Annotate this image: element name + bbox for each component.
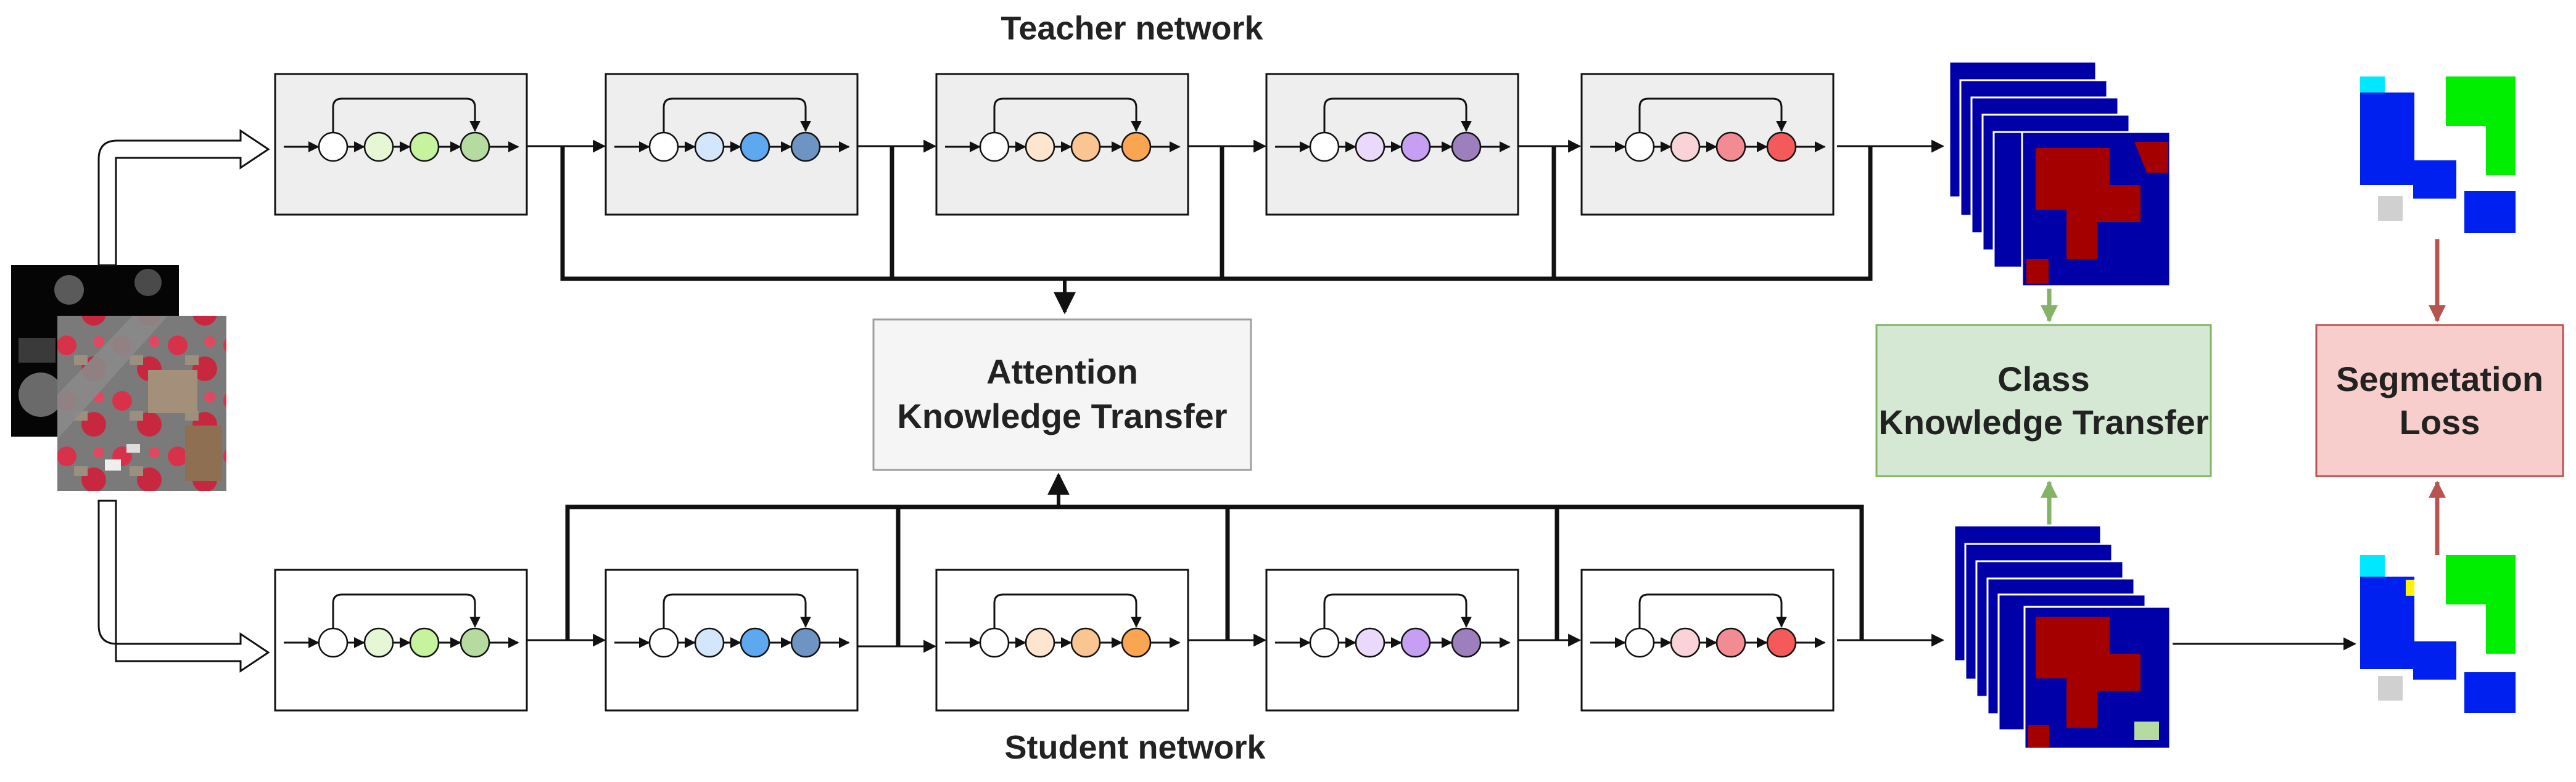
teacher-block-5-layer-2 bbox=[1670, 131, 1701, 162]
student-block-2-layer-3 bbox=[740, 627, 770, 658]
teacher-block-3 bbox=[935, 73, 1189, 216]
student-block-5-layer-4 bbox=[1766, 627, 1797, 658]
student-prediction-stack bbox=[1953, 524, 2171, 750]
student-block-3 bbox=[935, 569, 1189, 712]
teacher-block-4-layer-1 bbox=[1309, 131, 1340, 162]
student-connectors bbox=[526, 472, 1945, 653]
teacher-block-3-layer-1 bbox=[979, 131, 1010, 162]
teacher-block-1-layer-4 bbox=[460, 131, 490, 162]
teacher-block-2-layer-4 bbox=[790, 131, 821, 162]
student-block-5-layer-2 bbox=[1670, 627, 1701, 658]
loss-box-line1: Segmetation bbox=[2336, 360, 2543, 398]
student-block-2-layer-4 bbox=[790, 627, 821, 658]
teacher-block-3-layer-2 bbox=[1025, 131, 1055, 162]
student-network-blocks bbox=[274, 569, 1835, 712]
teacher-block-1-layer-1 bbox=[318, 131, 349, 162]
teacher-block-1-layer-2 bbox=[363, 131, 394, 162]
student-block-1 bbox=[274, 569, 528, 712]
student-block-4-layer-2 bbox=[1355, 627, 1385, 658]
student-block-4-layer-1 bbox=[1309, 627, 1340, 658]
teacher-block-1 bbox=[274, 73, 528, 216]
teacher-block-5 bbox=[1580, 73, 1835, 216]
student-block-1-layer-1 bbox=[318, 627, 349, 658]
student-block-5 bbox=[1580, 569, 1835, 712]
student-block-2-layer-1 bbox=[648, 627, 679, 658]
teacher-block-4 bbox=[1265, 73, 1519, 216]
teacher-block-3-layer-4 bbox=[1121, 131, 1152, 162]
student-block-1-layer-2 bbox=[363, 627, 394, 658]
input-images bbox=[11, 265, 226, 491]
input-to-student-arrow bbox=[97, 500, 270, 673]
teacher-block-5-layer-3 bbox=[1715, 131, 1746, 162]
teacher-block-2-layer-1 bbox=[648, 131, 679, 162]
input-to-teacher-arrow bbox=[97, 129, 270, 266]
segmentation-loss-box: Segmetation Loss bbox=[2315, 324, 2564, 477]
teacher-prediction-stack bbox=[1948, 60, 2171, 287]
student-block-2 bbox=[605, 569, 859, 712]
teacher-block-2 bbox=[605, 73, 859, 216]
student-block-2-layer-2 bbox=[694, 627, 725, 658]
teacher-block-2-layer-3 bbox=[740, 131, 770, 162]
attention-box-line2: Knowledge Transfer bbox=[897, 397, 1227, 435]
teacher-block-2-layer-2 bbox=[694, 131, 725, 162]
student-ground-truth bbox=[2360, 555, 2516, 713]
teacher-ground-truth bbox=[2360, 76, 2516, 233]
student-block-3-layer-3 bbox=[1070, 627, 1101, 658]
teacher-connectors bbox=[526, 139, 1945, 315]
teacher-block-5-layer-4 bbox=[1766, 131, 1797, 162]
input-aerial-image bbox=[57, 316, 226, 491]
student-network-title: Student network bbox=[1004, 729, 1266, 766]
student-block-4-layer-4 bbox=[1451, 627, 1482, 658]
teacher-block-3-layer-3 bbox=[1070, 131, 1101, 162]
class-knowledge-transfer-box: Class Knowledge Transfer bbox=[1875, 324, 2212, 477]
student-block-4-layer-3 bbox=[1400, 627, 1431, 658]
student-block-5-layer-3 bbox=[1715, 627, 1746, 658]
attention-knowledge-transfer-box: Attention Knowledge Transfer bbox=[872, 318, 1252, 471]
class-box-line2: Knowledge Transfer bbox=[1878, 403, 2208, 442]
student-block-3-layer-1 bbox=[979, 627, 1010, 658]
student-block-1-layer-4 bbox=[460, 627, 490, 658]
teacher-network-blocks bbox=[274, 73, 1835, 216]
attention-box-line1: Attention bbox=[986, 352, 1138, 391]
student-block-1-layer-3 bbox=[409, 627, 440, 658]
teacher-block-5-layer-1 bbox=[1624, 131, 1655, 162]
teacher-block-4-layer-3 bbox=[1400, 131, 1431, 162]
student-block-3-layer-2 bbox=[1025, 627, 1055, 658]
class-box-line1: Class bbox=[1997, 360, 2089, 398]
loss-box-line2: Loss bbox=[2400, 403, 2480, 442]
teacher-network-title: Teacher network bbox=[1001, 10, 1263, 47]
student-block-5-layer-1 bbox=[1624, 627, 1655, 658]
teacher-block-1-layer-3 bbox=[409, 131, 440, 162]
student-block-3-layer-4 bbox=[1121, 627, 1152, 658]
student-block-4 bbox=[1265, 569, 1519, 712]
teacher-block-4-layer-2 bbox=[1355, 131, 1385, 162]
teacher-block-4-layer-4 bbox=[1451, 131, 1482, 162]
